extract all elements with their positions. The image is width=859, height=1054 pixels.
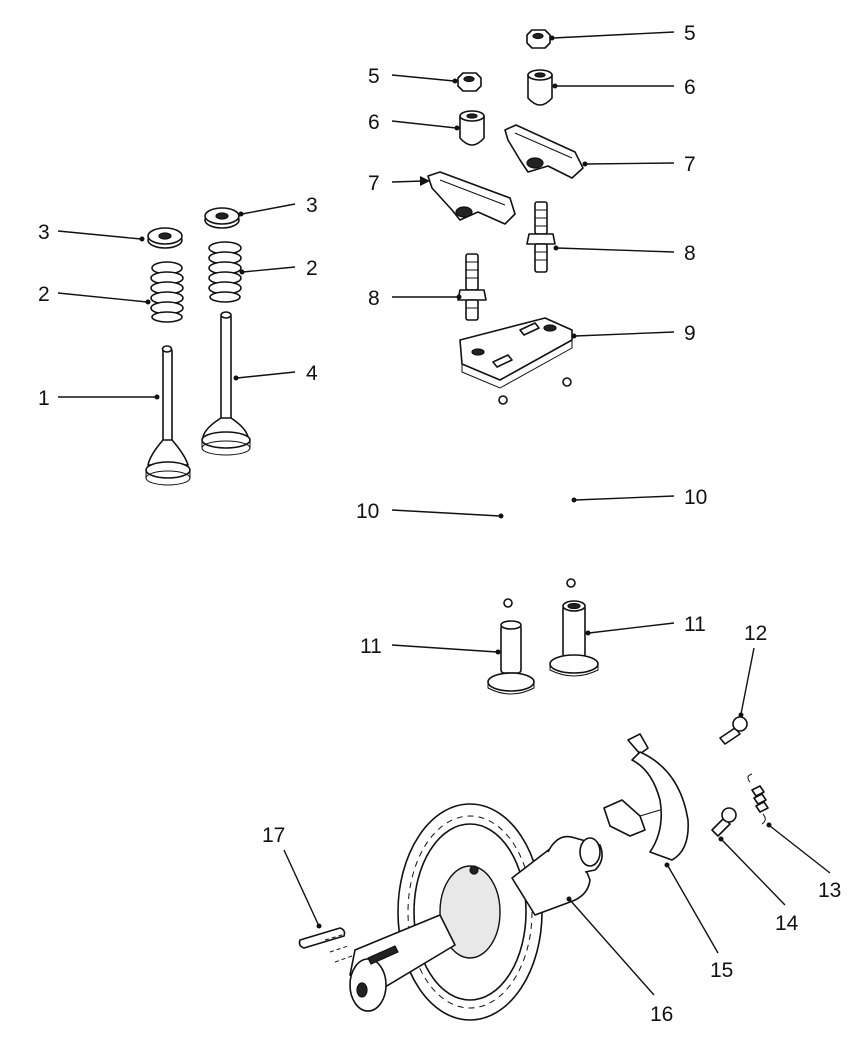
- callout-7: 7: [368, 172, 380, 195]
- camshaft-gear: [349, 803, 603, 1021]
- guide-plate: [459, 317, 573, 389]
- callout-5: 5: [368, 65, 380, 88]
- rocker-arm-right: [504, 124, 584, 179]
- push-rod-left: [498, 395, 513, 608]
- callout-15: 15: [710, 959, 733, 982]
- callout-13: 13: [818, 879, 841, 902]
- callout-16: 16: [650, 1003, 673, 1026]
- tappet-left: [487, 620, 535, 695]
- callout-10: 10: [684, 486, 707, 509]
- nut-right: [526, 29, 551, 49]
- callout-3: 3: [306, 194, 318, 217]
- callout-1: 1: [38, 387, 50, 410]
- bolt-12: [719, 716, 748, 745]
- callout-9: 9: [684, 322, 696, 345]
- valve-left: [145, 345, 191, 486]
- bolt-14: [711, 807, 737, 837]
- leader-lines: [57, 31, 831, 996]
- callout-3: 3: [38, 221, 50, 244]
- nut-left: [457, 72, 482, 92]
- pivot-left: [459, 110, 485, 146]
- callout-6: 6: [684, 76, 696, 99]
- push-rod-right: [562, 377, 576, 588]
- callout-11: 11: [684, 613, 706, 636]
- callout-12: 12: [744, 622, 767, 645]
- valve-spring-left: [150, 261, 184, 323]
- spring-retainer-left: [147, 227, 183, 249]
- callout-4: 4: [306, 362, 318, 385]
- tappet-right: [549, 600, 599, 677]
- governor-spring: [747, 773, 769, 825]
- rocker-arm-left: [427, 171, 516, 225]
- callout-5: 5: [684, 22, 696, 45]
- callout-8: 8: [684, 242, 696, 265]
- callout-14: 14: [775, 912, 799, 935]
- spring-retainer-right: [204, 207, 240, 229]
- callout-10: 10: [356, 500, 379, 523]
- callout-7: 7: [684, 153, 696, 176]
- valve-spring-right: [208, 241, 242, 303]
- callout-2: 2: [38, 283, 50, 306]
- rocker-stud-right: [526, 201, 556, 273]
- governor-weight: [603, 733, 689, 861]
- pivot-right: [527, 69, 553, 106]
- valve-right: [201, 311, 251, 456]
- callout-8: 8: [368, 287, 380, 310]
- callout-11: 11: [360, 635, 382, 658]
- key: [298, 927, 353, 963]
- callout-labels: 1 2 2 3 3 4 5 5 6 6 7 7 8 8 9 10 10 11 1…: [38, 22, 841, 1026]
- rocker-stud-left: [457, 253, 487, 321]
- callout-6: 6: [368, 111, 380, 134]
- callout-2: 2: [306, 257, 318, 280]
- callout-17: 17: [262, 824, 285, 847]
